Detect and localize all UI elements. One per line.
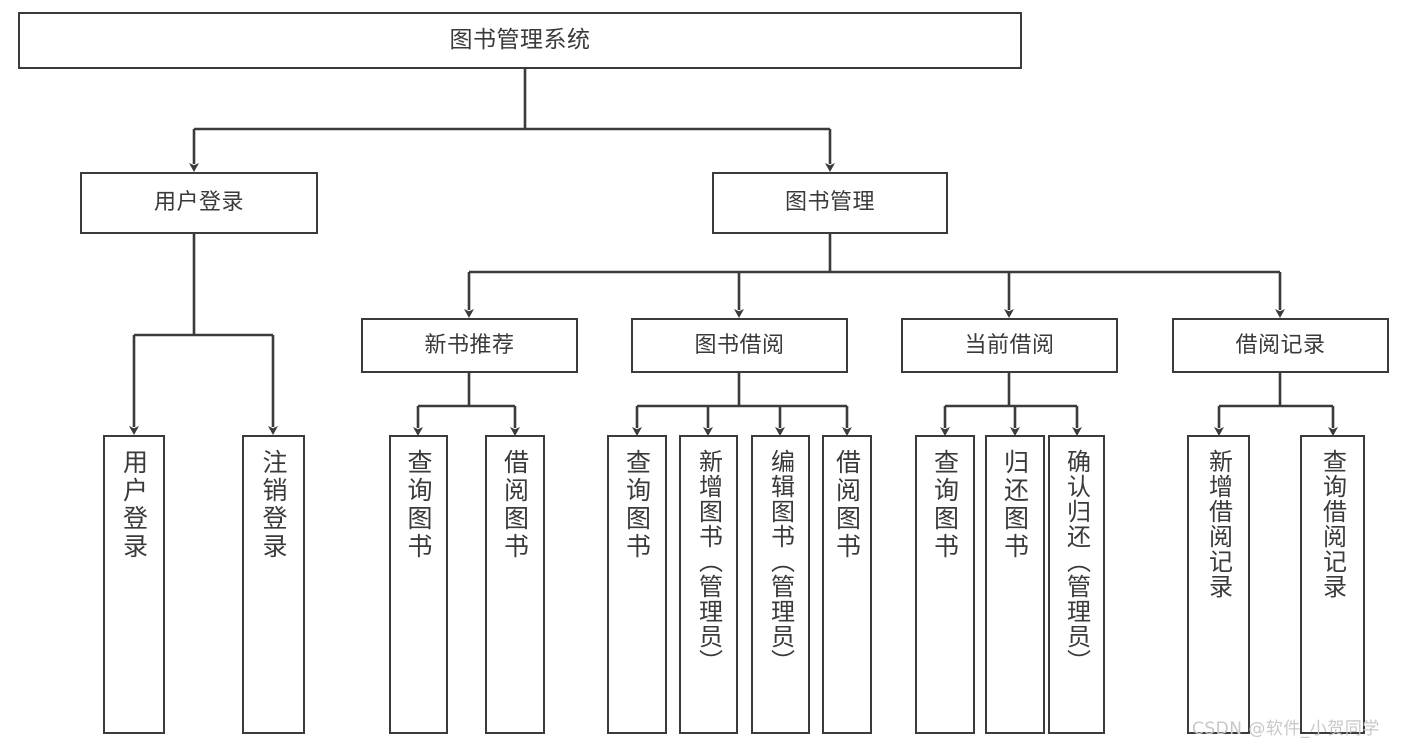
node-label: 用户登录 [119,449,149,561]
node-label: 注销登录 [259,449,288,561]
node-label: 查询图书 [930,449,960,561]
node-new-book-recommend[interactable]: 新书推荐 [361,318,578,373]
node-leaf-borrow-book-new[interactable]: 借阅图书 [485,435,545,734]
node-label: 借阅图书 [500,449,530,561]
node-label: 确认归还（管理员） [1062,449,1091,674]
node-leaf-confirm-return[interactable]: 确认归还（管理员） [1048,435,1105,734]
node-leaf-return-book[interactable]: 归还图书 [985,435,1045,734]
node-label: 新书推荐 [424,332,515,358]
node-leaf-add-book[interactable]: 新增图书（管理员） [679,435,738,734]
node-leaf-query-book-borrow[interactable]: 查询图书 [607,435,667,734]
node-label: 查询图书 [622,449,652,561]
node-label: 新增图书（管理员） [694,449,723,674]
node-label: 用户登录 [153,190,244,216]
node-label: 新增借阅记录 [1204,449,1233,599]
node-label: 查询借阅记录 [1318,449,1347,599]
node-user-login[interactable]: 用户登录 [80,172,318,234]
node-label: 编辑图书（管理员） [766,449,795,674]
node-label: 图书管理系统 [449,27,591,54]
node-root-system[interactable]: 图书管理系统 [18,12,1022,69]
node-current-borrow[interactable]: 当前借阅 [901,318,1118,373]
node-leaf-query-borrow-record[interactable]: 查询借阅记录 [1300,435,1365,734]
node-leaf-query-book-current[interactable]: 查询图书 [915,435,975,734]
node-leaf-add-borrow-record[interactable]: 新增借阅记录 [1187,435,1250,734]
node-book-borrow[interactable]: 图书借阅 [631,318,848,373]
node-leaf-borrow-book[interactable]: 借阅图书 [822,435,872,734]
node-label: 归还图书 [1000,449,1030,561]
node-label: 图书借阅 [694,332,785,358]
node-borrow-record[interactable]: 借阅记录 [1172,318,1389,373]
node-leaf-query-book-new[interactable]: 查询图书 [389,435,448,734]
node-leaf-edit-book[interactable]: 编辑图书（管理员） [751,435,810,734]
node-leaf-logout-login[interactable]: 注销登录 [242,435,305,734]
node-label: 借阅图书 [832,449,862,561]
node-book-manage[interactable]: 图书管理 [712,172,948,234]
node-label: 查询图书 [404,449,433,561]
node-leaf-user-login[interactable]: 用户登录 [103,435,165,734]
node-label: 借阅记录 [1235,332,1326,358]
node-label: 图书管理 [784,190,875,216]
node-label: 当前借阅 [964,332,1055,358]
